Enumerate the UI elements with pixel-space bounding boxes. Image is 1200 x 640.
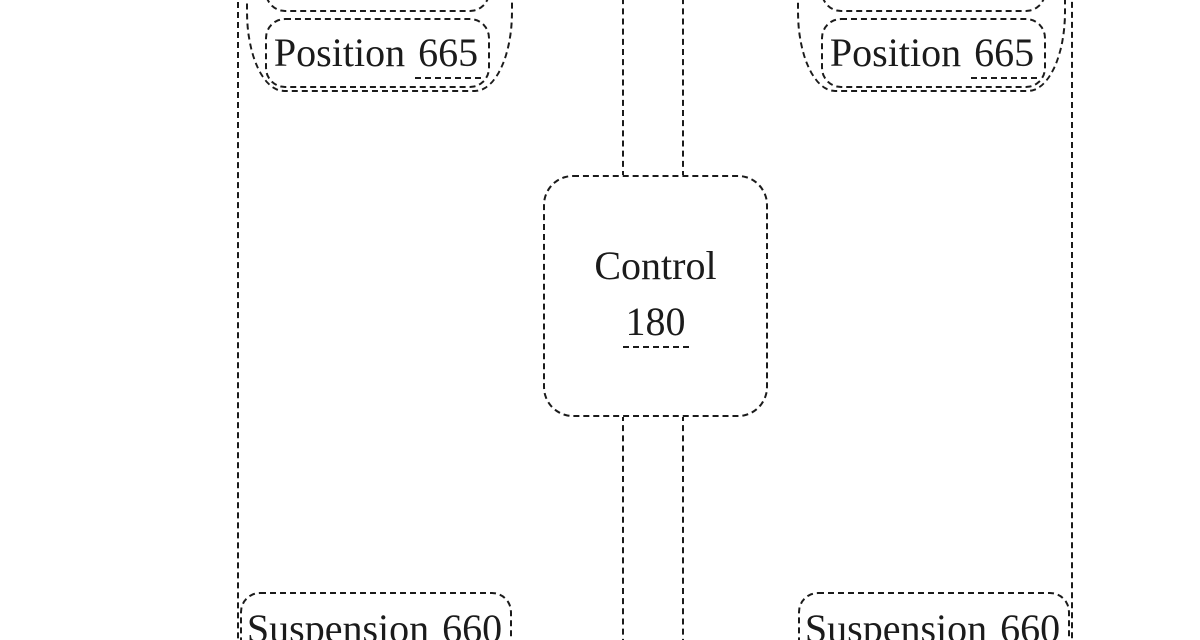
position-right-label: Position: [829, 30, 962, 75]
connector-line-bottom-right: [682, 415, 684, 640]
vehicle-body-outline: [237, 0, 1073, 640]
position-left-ref-numeral: 665: [415, 30, 482, 79]
control-ref-numeral: 180: [622, 300, 689, 348]
connector-line-top-right: [682, 0, 684, 177]
suspension-left-ref-numeral: 660: [439, 606, 506, 640]
suspension-right-ref-numeral: 660: [997, 606, 1064, 640]
connector-line-top-left: [622, 0, 624, 177]
cutoff-box-above-position-left: [265, 0, 490, 12]
suspension-left-label: Suspension: [246, 606, 430, 640]
suspension-right-text: Suspension 660: [804, 606, 1064, 640]
position-left-label: Position: [273, 30, 406, 75]
suspension-box-left: Suspension 660: [240, 592, 512, 640]
cutoff-box-above-position-right: [821, 0, 1046, 12]
suspension-box-right: Suspension 660: [798, 592, 1070, 640]
connector-line-bottom-left: [622, 415, 624, 640]
suspension-right-label: Suspension: [804, 606, 988, 640]
control-box: Control 180: [543, 175, 768, 417]
suspension-left-text: Suspension 660: [246, 606, 506, 640]
control-label: Control: [594, 243, 717, 288]
position-right-ref-numeral: 665: [971, 30, 1038, 79]
